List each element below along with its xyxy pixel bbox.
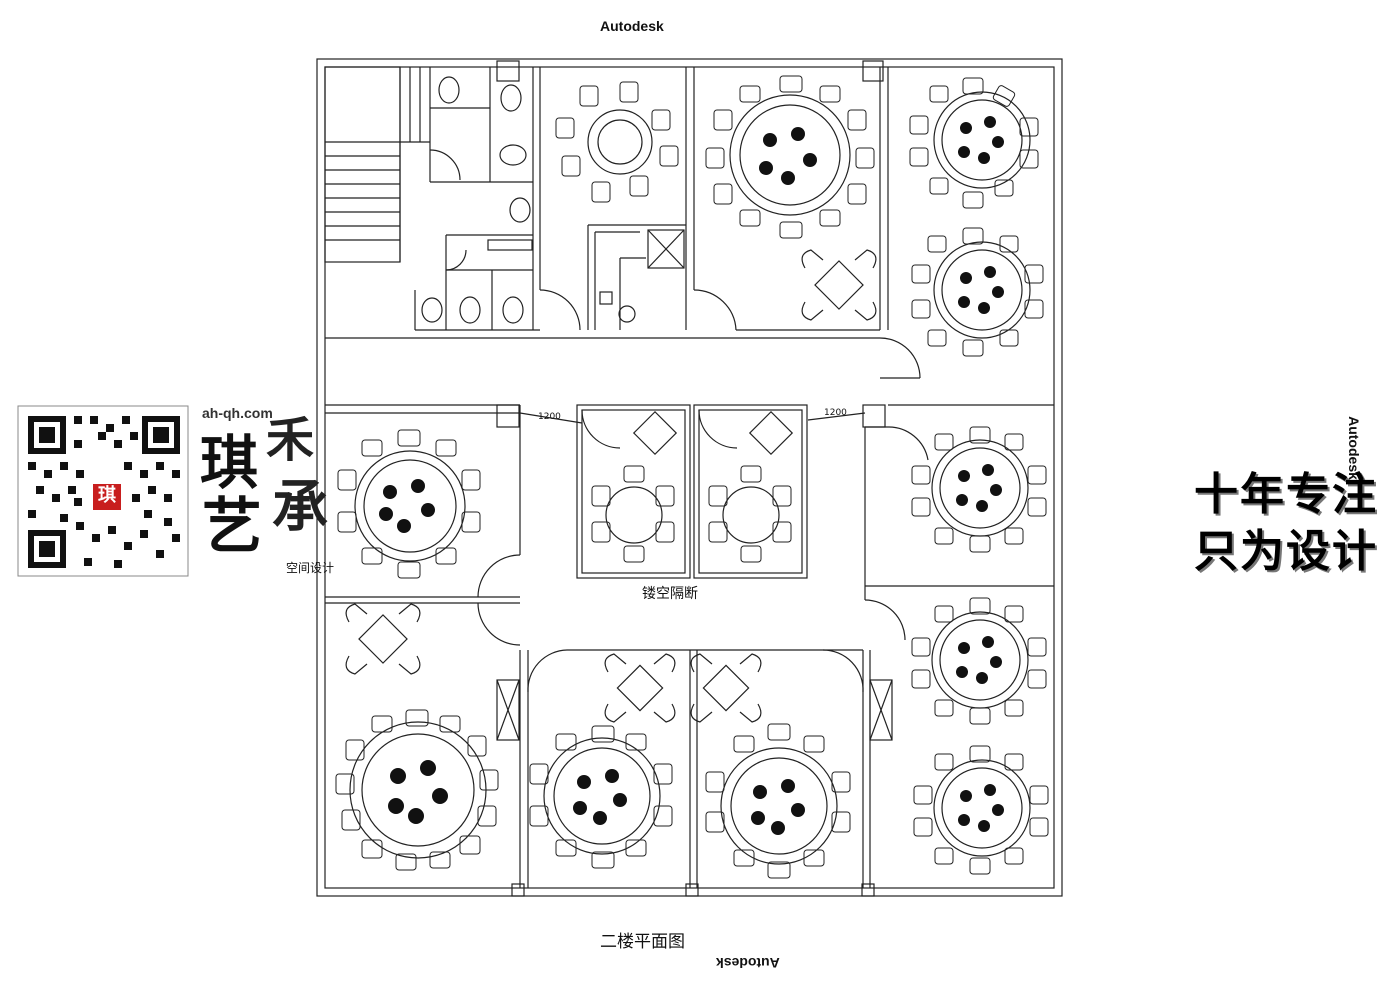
dimension-right: 1200 bbox=[824, 408, 847, 418]
dimension-left: 1200 bbox=[538, 412, 561, 422]
private-room-2 bbox=[693, 60, 884, 331]
brand-seal: 琪 bbox=[91, 482, 123, 512]
lower-rooms bbox=[496, 649, 893, 897]
brand-logo-char-1: 琪 bbox=[200, 429, 259, 497]
brand-logo-char-2: 禾 bbox=[266, 412, 315, 468]
slogan-line-2: 只为设计 bbox=[1194, 526, 1378, 577]
brand-logo-char-4: 承 bbox=[272, 474, 328, 540]
banquet-tables bbox=[349, 91, 1031, 865]
watermark-top: Autodesk bbox=[600, 18, 664, 34]
corridor bbox=[325, 337, 1054, 646]
central-booths bbox=[576, 404, 808, 579]
brand-url: ah-qh.com bbox=[202, 405, 273, 421]
brand-logo-char-3: 艺 bbox=[202, 492, 262, 562]
private-room-3 bbox=[887, 67, 1054, 406]
brand-subtitle: 空间设计 bbox=[286, 561, 335, 575]
square-tables bbox=[345, 249, 877, 723]
watermark-bottom: Autodesk bbox=[716, 955, 780, 971]
restroom-block bbox=[414, 60, 540, 331]
plan-caption: 二楼平面图 bbox=[600, 932, 685, 952]
partition-label: 镂空隔断 bbox=[642, 586, 698, 602]
private-room-1 bbox=[539, 67, 687, 331]
staircase bbox=[324, 66, 430, 263]
slogan-line-1: 十年专注 bbox=[1194, 469, 1378, 520]
chairs bbox=[335, 75, 1049, 879]
table-centerpieces bbox=[379, 116, 1004, 835]
